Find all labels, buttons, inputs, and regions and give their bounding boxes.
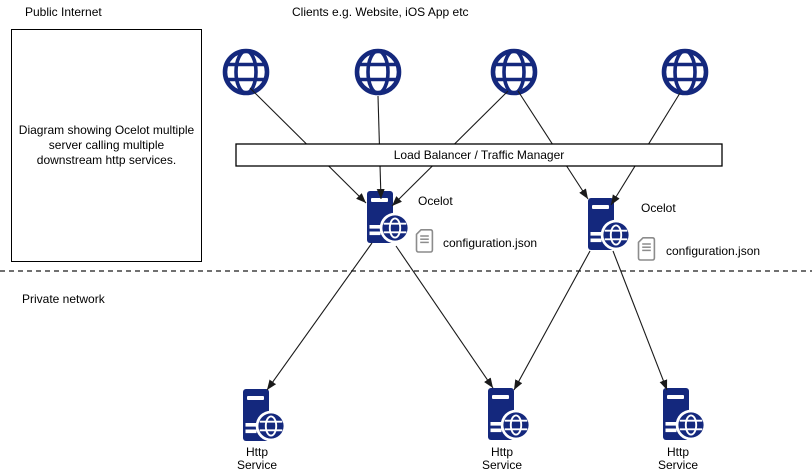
- http-service1-label: Http Service: [236, 445, 277, 472]
- client-globe-icon: [357, 51, 399, 93]
- http-service3-label: Http Service: [657, 445, 698, 472]
- http-service-server-icon: [242, 388, 288, 443]
- client-globe-icon: [664, 51, 706, 93]
- load-balancer-box: [235, 143, 723, 167]
- configuration-file-icon: [637, 237, 656, 261]
- configuration-json2-label: configuration.json: [666, 244, 761, 258]
- ocelot2-label: Ocelot: [641, 201, 676, 215]
- http-service-server-icon: [487, 387, 533, 442]
- ocelot-server-icon: [587, 197, 633, 252]
- edge-ocelot1-service2: [395, 245, 494, 389]
- description-text: Diagram showing Ocelot multiple server c…: [18, 123, 195, 167]
- client-globe-icon: [493, 51, 535, 93]
- http-service2-label: Http Service: [481, 445, 522, 472]
- edge-ocelot2-service3: [612, 250, 668, 391]
- http-service-server-icon: [662, 387, 708, 442]
- clients-label: Clients e.g. Website, iOS App etc: [292, 5, 469, 19]
- edge-ocelot1-service1: [266, 242, 373, 391]
- public-internet-label: Public Internet: [25, 5, 102, 19]
- client-globe-icon: [225, 51, 267, 93]
- load-balancer-label: Load Balancer / Traffic Manager: [393, 148, 565, 162]
- private-network-label: Private network: [22, 292, 105, 306]
- ocelot-server-icon: [366, 190, 412, 245]
- description-note-box: Diagram showing Ocelot multiple server c…: [11, 29, 202, 262]
- edge-ocelot2-service2: [513, 250, 591, 391]
- configuration-json1-label: configuration.json: [443, 236, 538, 250]
- configuration-file-icon: [415, 229, 434, 253]
- ocelot1-label: Ocelot: [418, 194, 453, 208]
